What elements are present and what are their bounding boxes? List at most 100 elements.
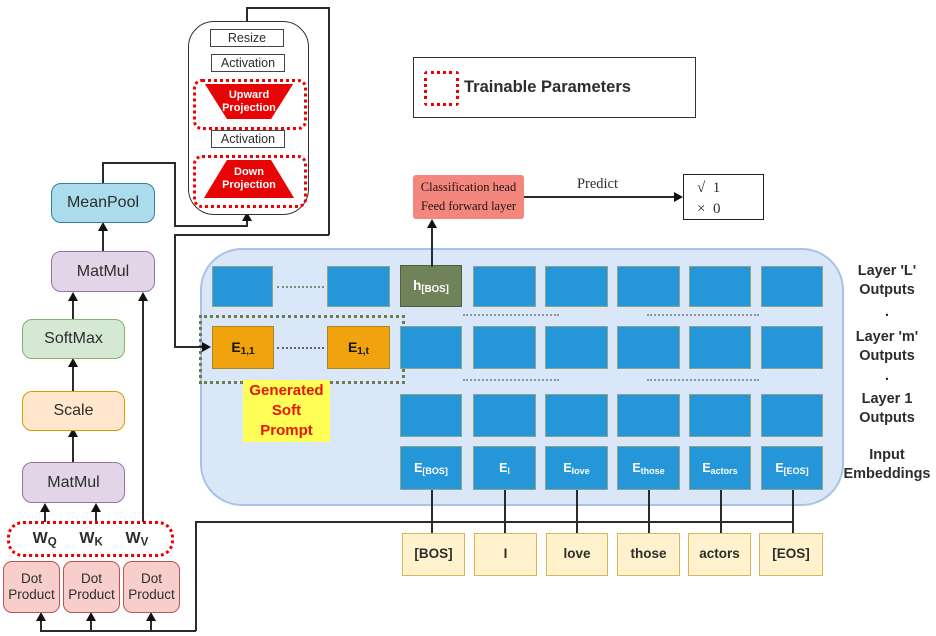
hidden-state-box — [689, 326, 751, 369]
down-projection-label: Down Projection — [222, 166, 276, 191]
activation-block: Activation — [211, 54, 285, 72]
arrowhead — [427, 219, 437, 228]
arrowhead — [146, 612, 156, 621]
caption-line: Prompt — [260, 422, 313, 440]
matmul-top-block: MatMul — [51, 251, 155, 292]
embedding-box: E[BOS] — [400, 446, 462, 490]
legend-label: Trainable Parameters — [464, 77, 631, 96]
h-bos-box: h[BOS] — [400, 265, 462, 307]
connector — [150, 619, 152, 631]
row-label-layer-m: Layer 'm'Outputs — [855, 329, 919, 364]
hidden-state-box — [400, 326, 462, 369]
hidden-state-box — [761, 266, 823, 307]
connector — [431, 490, 433, 534]
embedding-box: E[EOS] — [761, 446, 823, 490]
connector — [72, 299, 74, 320]
ellipsis-connector — [277, 286, 324, 288]
resize-block: Resize — [210, 29, 284, 47]
hidden-state-box — [761, 326, 823, 369]
connector — [90, 619, 92, 631]
ellipsis-dot: . — [884, 368, 890, 384]
arrowhead — [68, 428, 78, 437]
arrowhead — [202, 342, 211, 352]
arrowhead — [91, 503, 101, 512]
arrowhead — [68, 292, 78, 301]
connector — [792, 490, 794, 534]
row-separator — [647, 314, 759, 316]
token-box: I — [474, 533, 537, 576]
embedding-label: E[BOS] — [414, 460, 448, 476]
embedding-box: Eactors — [689, 446, 751, 490]
upward-projection-trainable-outline — [193, 79, 307, 130]
connector — [102, 162, 104, 187]
embedding-label: EI — [499, 460, 510, 476]
hidden-state-box — [212, 266, 273, 307]
h-bos-label: h[BOS] — [413, 277, 449, 296]
connector — [40, 619, 42, 631]
outcome-positive: √ 1 — [697, 180, 721, 196]
hidden-state-box — [689, 394, 751, 437]
hidden-state-box — [327, 266, 390, 307]
embedding-box: Elove — [545, 446, 608, 490]
arrowhead — [138, 292, 148, 301]
predict-label: Predict — [576, 175, 619, 192]
trainable-swatch-icon — [424, 71, 459, 106]
classifier-line: Feed forward layer — [420, 199, 517, 213]
embedding-label: E[EOS] — [775, 460, 809, 476]
connector — [102, 229, 104, 252]
soft-prompt-caption: Generated Soft Prompt — [243, 380, 330, 442]
connector — [195, 521, 197, 631]
prediction-output-box: √ 1 × 0 — [683, 174, 764, 220]
connector — [246, 7, 330, 9]
dot-product-block: Dot Product — [123, 561, 180, 613]
connector — [174, 225, 247, 227]
hidden-state-box — [617, 394, 680, 437]
weight-wk-label: WK — [79, 530, 103, 549]
outcome-negative: × 0 — [697, 201, 721, 217]
ellipsis-connector — [277, 347, 324, 349]
meanpool-block: MeanPool — [51, 183, 155, 223]
soft-prompt-cell: E1,1 — [212, 326, 274, 369]
activation-block: Activation — [211, 130, 285, 148]
connector — [246, 7, 248, 21]
embedding-label: Eactors — [702, 460, 738, 476]
upward-projection-label: Upward Projection — [222, 88, 276, 114]
soft-prompt-label: E1,t — [347, 339, 370, 358]
arrowhead — [98, 222, 108, 231]
arrowhead — [40, 503, 50, 512]
weight-wq-label: WQ — [32, 530, 57, 549]
connector — [246, 219, 248, 227]
row-separator — [647, 379, 759, 381]
hidden-state-box — [473, 394, 536, 437]
hidden-state-box — [545, 266, 608, 307]
hidden-state-box — [689, 266, 751, 307]
connector — [524, 196, 676, 198]
ellipsis-dot: . — [884, 304, 890, 320]
scale-block: Scale — [22, 391, 125, 431]
hidden-state-box — [473, 266, 536, 307]
connector — [72, 435, 74, 463]
embedding-label: Elove — [563, 460, 590, 476]
connector — [195, 521, 792, 523]
hidden-state-box — [545, 326, 608, 369]
token-box: love — [546, 533, 608, 576]
dot-product-block: Dot Product — [63, 561, 120, 613]
row-label-layer-L: Layer 'L'Outputs — [857, 263, 917, 298]
hidden-state-box — [617, 326, 680, 369]
connector — [174, 234, 329, 236]
arrowhead — [68, 358, 78, 367]
embedding-box: EI — [473, 446, 536, 490]
token-box: those — [617, 533, 680, 576]
connector — [40, 630, 196, 632]
legend-box: Trainable Parameters — [413, 57, 696, 118]
token-box: [BOS] — [402, 533, 465, 576]
hidden-state-box — [617, 266, 680, 307]
connector — [648, 490, 650, 534]
down-projection-trainable-outline — [193, 155, 307, 208]
dot-product-block: Dot Product — [3, 561, 60, 613]
caption-line: Generated — [249, 381, 324, 399]
matmul-bottom-block: MatMul — [22, 462, 125, 503]
hidden-state-box — [545, 394, 608, 437]
